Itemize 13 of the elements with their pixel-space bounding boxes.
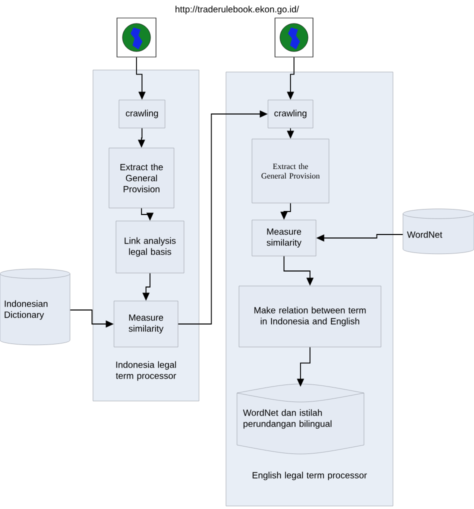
process-box: crawling xyxy=(118,100,166,128)
globe-icon xyxy=(274,18,314,58)
url-label: http://traderulebook.ekon.go.id/ xyxy=(176,6,300,14)
process-box: Measure similarity xyxy=(114,300,178,348)
database-cylinder: Indonesian Dictionary xyxy=(0,268,70,346)
process-box: Make relation between term in Indonesia and English xyxy=(238,286,382,348)
database-cylinder: WordNet xyxy=(402,208,474,254)
process-box: Link analysis legal basis xyxy=(116,220,184,274)
globe-icon xyxy=(116,18,156,58)
process-box: Extract the General Provision xyxy=(252,138,330,204)
process-box: Measure similarity xyxy=(252,220,316,256)
process-box: crawling xyxy=(268,100,314,128)
process-box: Extract the General Provision xyxy=(108,148,174,208)
